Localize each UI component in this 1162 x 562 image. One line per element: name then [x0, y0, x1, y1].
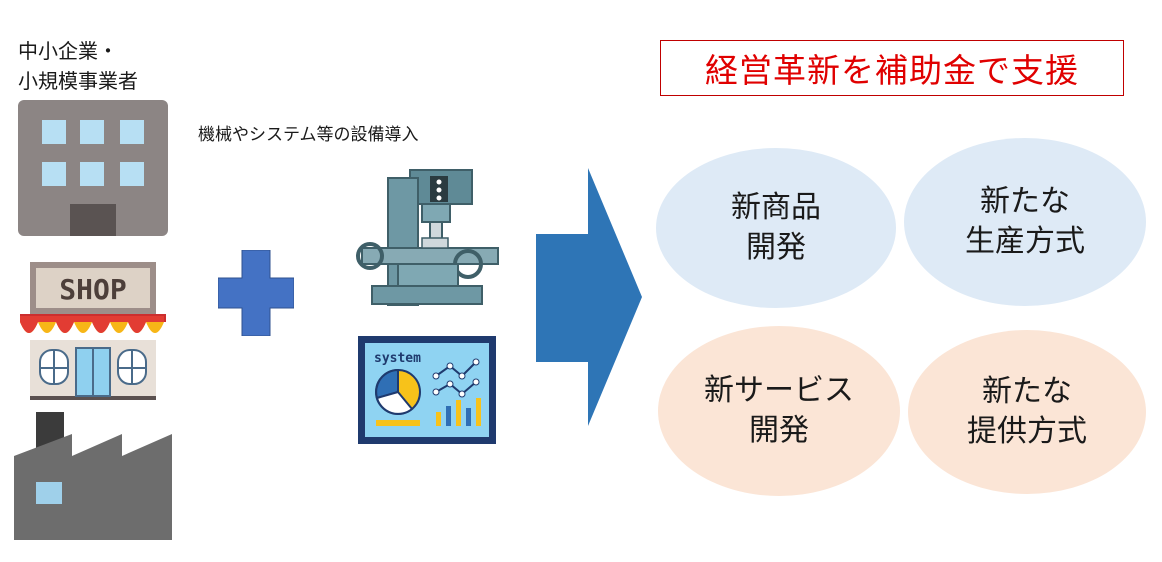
outcome-new-product: 新商品 開発	[656, 148, 896, 308]
office-building-icon	[18, 100, 168, 236]
equipment-label: 機械やシステム等の設備導入	[198, 125, 419, 145]
milling-machine-icon	[356, 169, 499, 306]
shop-icon: SHOP	[20, 262, 166, 400]
outcome-line1: 新サービス	[704, 373, 854, 408]
system-dashboard-icon: system	[358, 336, 496, 444]
shop-sign-text: SHOP	[59, 273, 126, 306]
outcome-line1: 新たな	[982, 374, 1072, 409]
page-title: 経営革新を補助金で支援	[660, 40, 1124, 96]
factory-icon	[14, 412, 172, 540]
outcome-line2: 提供方式	[967, 414, 1087, 449]
system-screen-text: system	[374, 351, 421, 366]
outcome-new-service: 新サービス 開発	[658, 326, 900, 496]
outcome-new-delivery-method: 新たな 提供方式	[908, 330, 1146, 494]
outcome-line1: 新たな	[980, 184, 1070, 219]
outcome-line1: 新商品	[731, 190, 821, 225]
sme-label: 中小企業・ 小規模事業者	[18, 36, 138, 96]
outcome-line2: 開発	[746, 230, 806, 265]
sme-label-line1: 中小企業・	[18, 39, 118, 63]
right-arrow-icon	[536, 168, 642, 426]
page-title-text: 経営革新を補助金で支援	[705, 51, 1079, 90]
sme-label-line2: 小規模事業者	[18, 69, 138, 93]
outcome-line2: 開発	[749, 413, 809, 448]
plus-icon	[218, 250, 294, 336]
outcome-line2: 生産方式	[965, 224, 1085, 259]
outcome-new-production-method: 新たな 生産方式	[904, 138, 1146, 306]
